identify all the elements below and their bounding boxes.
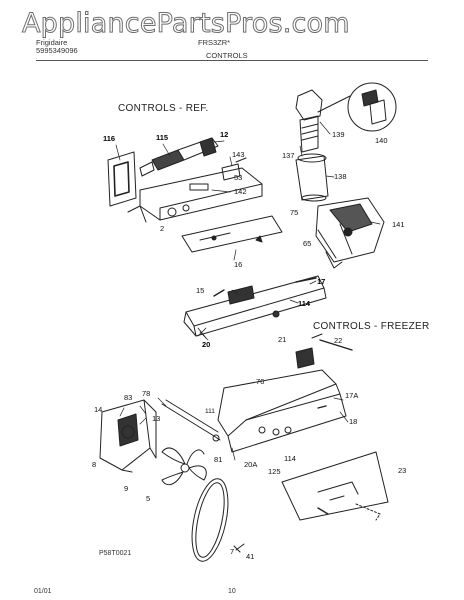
- callout-2: 2: [160, 224, 165, 233]
- callout-20: 20: [202, 340, 211, 349]
- callout-8: 8: [92, 460, 97, 469]
- freezer-shroud-part: [218, 370, 346, 452]
- callout-7: 7: [230, 547, 235, 556]
- lamp-socket-part: [140, 138, 218, 176]
- footer-date: 01/01: [34, 588, 52, 595]
- motor-shroud-ring-part: [186, 476, 235, 565]
- callout-115: 115: [156, 133, 169, 142]
- callout-18: 18: [349, 417, 358, 426]
- screw-part: [234, 508, 328, 552]
- callout-9: 9: [124, 484, 129, 493]
- figure-id: P58T0021: [99, 550, 132, 557]
- callout-14: 14: [94, 405, 103, 414]
- damper-plate-part: [182, 216, 282, 252]
- fan-bracket-part: [100, 400, 156, 472]
- page-number: 10: [228, 588, 236, 595]
- callout-5: 5: [146, 494, 151, 503]
- callout-114-ref: 114: [298, 299, 311, 308]
- callout-17: 17: [317, 277, 326, 286]
- callout-142: 142: [234, 187, 247, 196]
- callout-22: 22: [334, 336, 343, 345]
- support-bar-part: [162, 400, 220, 441]
- callout-15: 15: [196, 286, 205, 295]
- model-number: FRS3ZR*: [198, 38, 231, 47]
- callout-53: 53: [234, 173, 243, 182]
- watermark: AppliancePartsPros.com: [22, 8, 351, 40]
- air-duct-part: [282, 452, 388, 520]
- callout-83: 83: [124, 393, 133, 402]
- callout-78: 78: [142, 389, 151, 398]
- callout-17a: 17A: [345, 391, 359, 400]
- callout-16: 16: [234, 260, 243, 269]
- callout-125: 125: [268, 467, 281, 476]
- icemaker-mount-part: [316, 198, 384, 268]
- freezer-control-part: [296, 334, 352, 368]
- callout-76: 76: [256, 377, 265, 386]
- section-freezer-title: CONTROLS - FREEZER: [313, 321, 430, 332]
- detail-callout: [318, 83, 396, 131]
- callout-75: 75: [290, 208, 299, 217]
- fan-blade-part: [162, 448, 206, 485]
- callout-23: 23: [398, 466, 407, 475]
- damper-rail-part: [184, 276, 326, 338]
- doc-number: 5995349096: [36, 46, 78, 55]
- callout-12: 12: [220, 130, 229, 139]
- callout-41: 41: [246, 552, 255, 561]
- callout-65: 65: [303, 239, 312, 248]
- callout-139: 139: [332, 130, 345, 139]
- header-rule: [36, 60, 428, 61]
- callout-21: 21: [278, 335, 287, 344]
- callout-111: 111: [205, 408, 215, 415]
- callout-116: 116: [103, 134, 116, 143]
- water-valve-coil-part: [296, 90, 328, 201]
- light-shield-part: [108, 152, 136, 206]
- callout-81: 81: [214, 455, 223, 464]
- callout-143: 143: [232, 150, 245, 159]
- section-ref-title: CONTROLS - REF.: [118, 103, 209, 114]
- callout-138: 138: [334, 172, 347, 181]
- callout-20a: 20A: [244, 460, 258, 469]
- leader-lines: [116, 122, 380, 460]
- brand-label: Frigidaire: [36, 38, 68, 47]
- callout-137: 137: [282, 151, 295, 160]
- callout-140: 140: [375, 136, 388, 145]
- section-title: CONTROLS: [206, 51, 248, 60]
- switch-part: [222, 158, 246, 180]
- callout-141: 141: [392, 220, 405, 229]
- callout-13: 13: [152, 414, 161, 423]
- callout-114-freezer: 114: [284, 454, 296, 463]
